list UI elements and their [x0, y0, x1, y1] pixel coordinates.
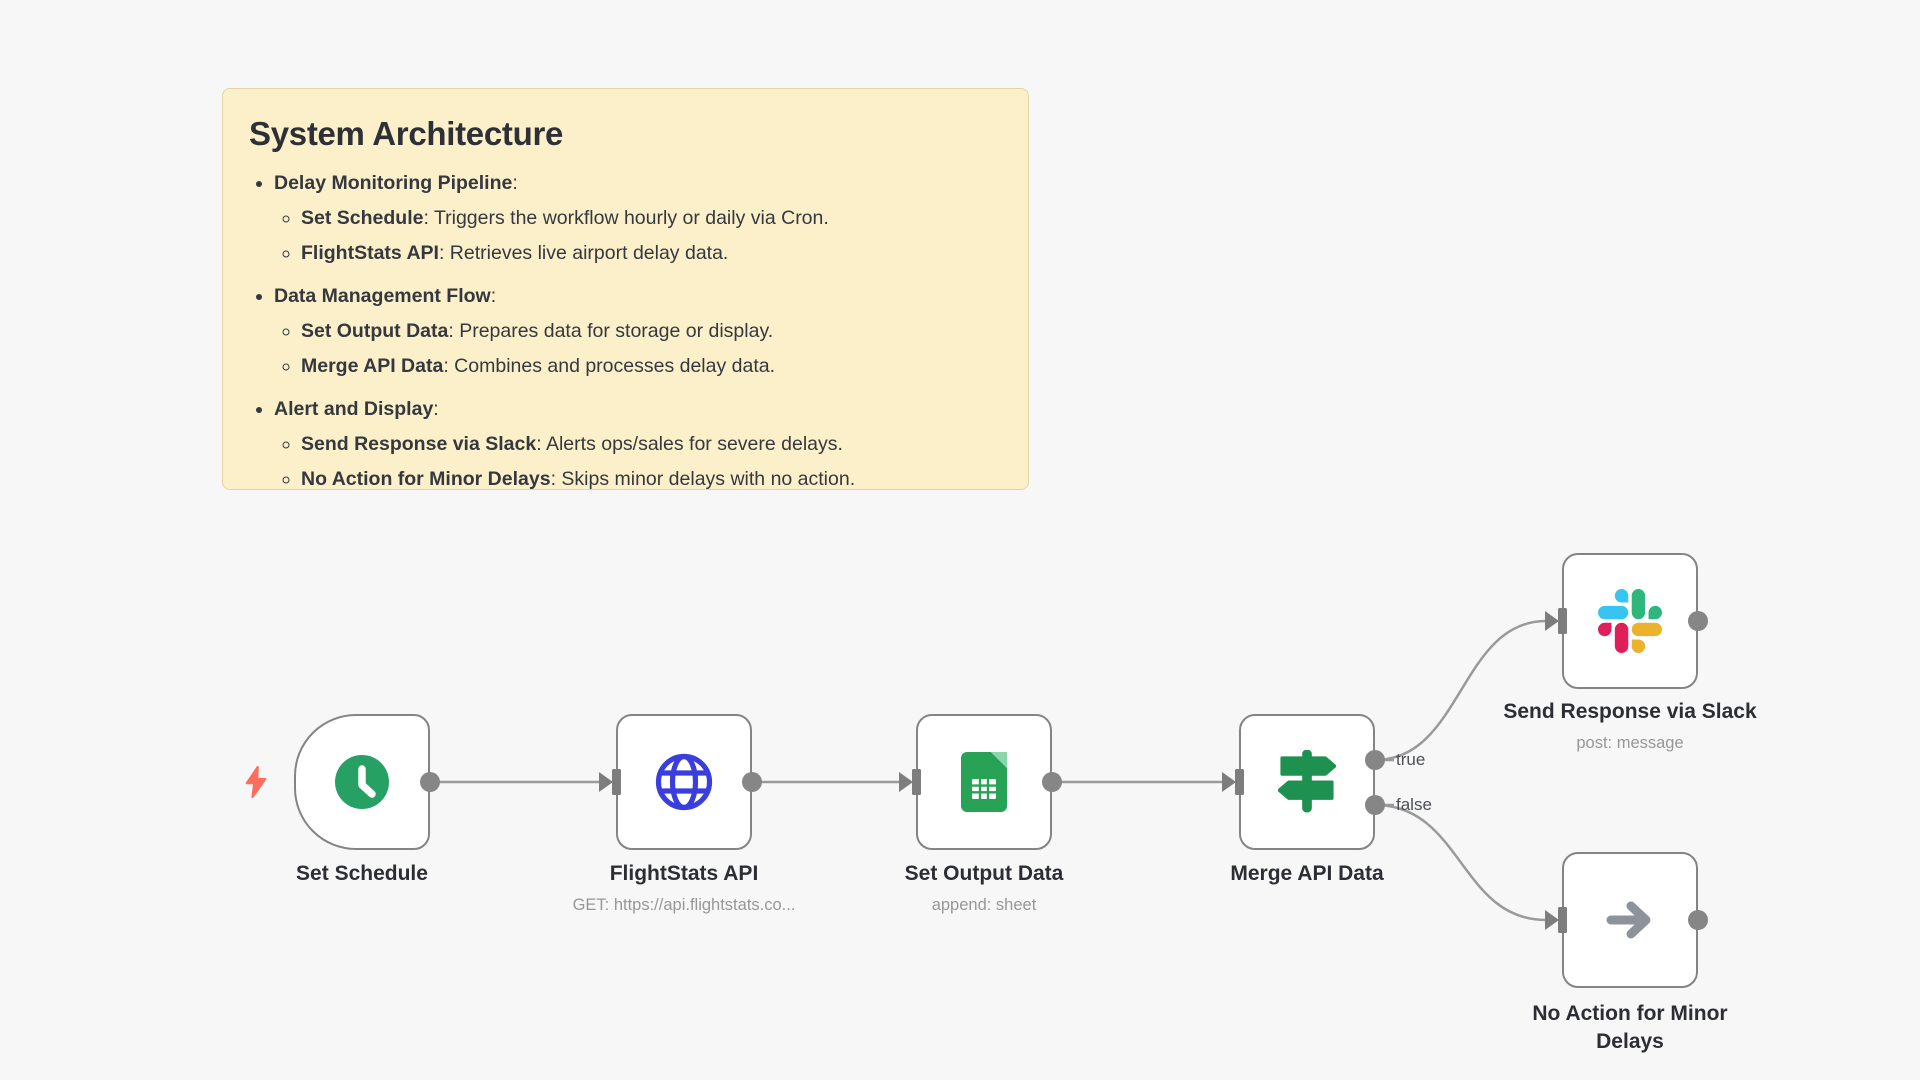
- connection-merge-true-to-slack[interactable]: [1374, 619, 1547, 762]
- signpost-icon: [1278, 750, 1336, 813]
- node-set-output-data[interactable]: [916, 714, 1052, 850]
- node-flightstats-api[interactable]: [616, 714, 752, 850]
- node-label-no-action: No Action for Minor Delays: [1532, 1002, 1728, 1054]
- sticky-note[interactable]: System Architecture Delay Monitoring Pip…: [222, 88, 1029, 490]
- node-set-schedule[interactable]: [294, 714, 430, 850]
- note-item: Set Output Data: Prepares data for stora…: [301, 319, 1002, 344]
- note-item: Merge API Data: Combines and processes d…: [301, 354, 1002, 379]
- section-heading: Delay Monitoring Pipeline: [274, 172, 513, 194]
- node-no-action[interactable]: [1562, 852, 1698, 988]
- note-section: Alert and Display: Send Response via Sla…: [274, 397, 1002, 492]
- note-section: Data Management Flow: Set Output Data: P…: [274, 284, 1002, 379]
- node-send-response-slack[interactable]: [1562, 553, 1698, 689]
- node-subtitle-set-output: append: sheet: [931, 896, 1037, 914]
- note-title: System Architecture: [249, 115, 564, 152]
- note-item: Set Schedule: Triggers the workflow hour…: [301, 206, 1002, 231]
- branch-label-false: false: [1396, 795, 1432, 814]
- sheets-icon: [961, 752, 1007, 812]
- node-label-merge: Merge API Data: [1230, 862, 1384, 885]
- note-item: No Action for Minor Delays: Skips minor …: [301, 467, 1002, 492]
- node-subtitle-slack: post: message: [1576, 734, 1684, 752]
- arrow-right-icon: [1606, 901, 1651, 939]
- globe-icon: [655, 753, 713, 811]
- note-section: Delay Monitoring Pipeline: Set Schedule:…: [274, 171, 1002, 266]
- lightning-icon: [245, 766, 267, 798]
- connection-merge-false-to-noaction[interactable]: [1374, 803, 1547, 922]
- node-label-slack: Send Response via Slack: [1503, 700, 1757, 723]
- node-label-set-schedule: Set Schedule: [296, 862, 428, 885]
- node-label-set-output: Set Output Data: [904, 862, 1064, 885]
- section-heading: Data Management Flow: [274, 285, 491, 308]
- note-list: Delay Monitoring Pipeline: Set Schedule:…: [249, 171, 1002, 492]
- node-label-flightstats: FlightStats API: [609, 862, 759, 885]
- note-item: Send Response via Slack: Alerts ops/sale…: [301, 432, 1002, 457]
- slack-icon: [1598, 589, 1662, 653]
- note-item: FlightStats API: Retrieves live airport …: [301, 241, 1002, 266]
- clock-icon: [335, 755, 389, 809]
- section-heading: Alert and Display: [274, 398, 434, 421]
- node-subtitle-flightstats: GET: https://api.flightstats.co...: [572, 896, 796, 914]
- node-merge-api-data[interactable]: [1239, 714, 1375, 850]
- branch-label-true: true: [1396, 750, 1426, 769]
